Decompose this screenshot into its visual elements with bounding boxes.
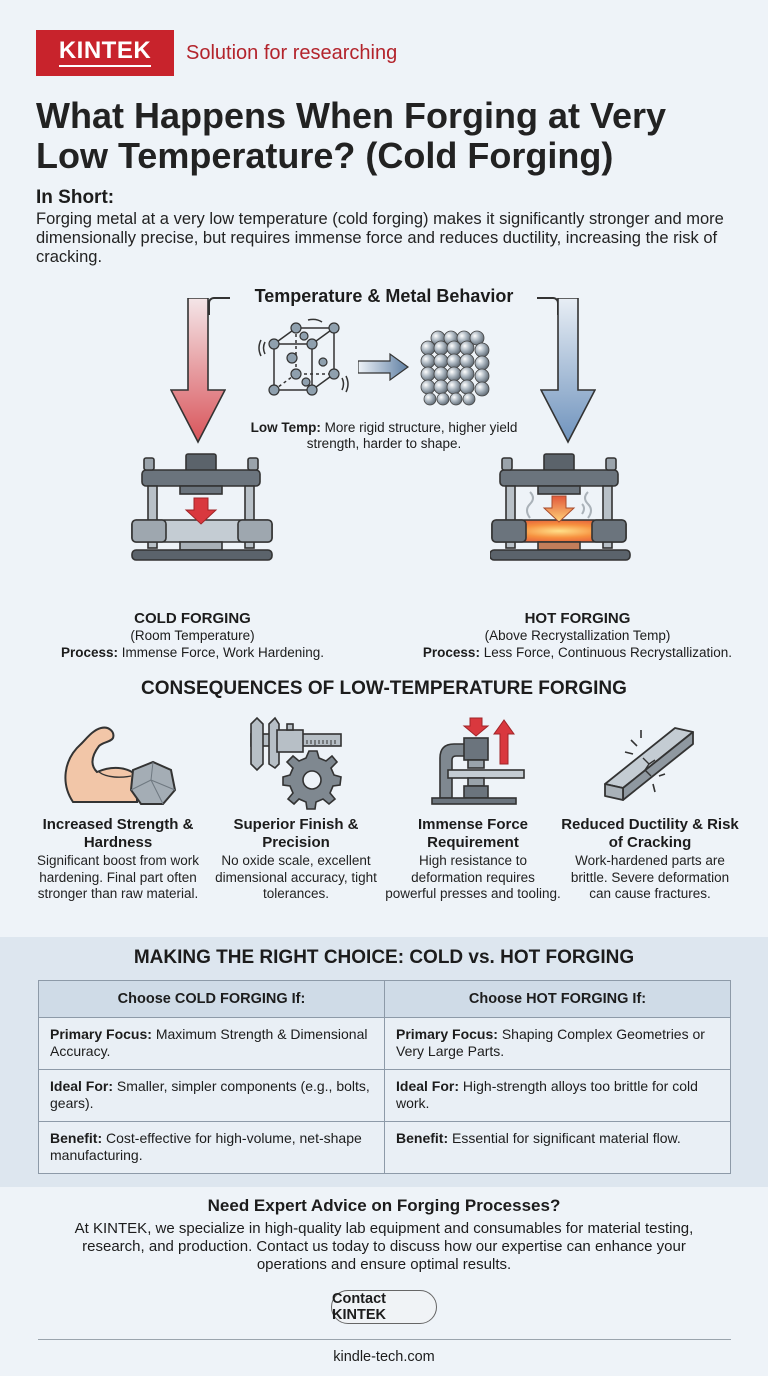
cell-label: Ideal For: [396,1078,460,1094]
cell-text: Smaller, simpler components (e.g., bolts… [50,1078,370,1111]
cracked-bar-icon [604,727,694,801]
consequence-text: Work-hardened parts are brittle. Severe … [570,853,730,901]
consequence-text: Significant boost from work hardening. F… [36,853,200,901]
footer-url-link[interactable]: kindle-tech.com [333,1349,435,1365]
comparison-table: Choose COLD FORGING If: Choose HOT FORGI… [38,980,731,1174]
low-temp-caption: Low Temp: More rigid structure, higher y… [230,420,538,452]
cold-forging-subtitle: (Room Temperature) [130,628,255,644]
consequence-title: Reduced Ductility & Risk of Cracking [561,816,739,851]
consequence-title: Increased Strength & Hardness [42,816,194,851]
table-cell: Primary Focus: Maximum Strength & Dimens… [38,1017,385,1070]
page-title: What Happens When Forging at Very Low Te… [36,95,667,177]
cold-forging-caption: COLD FORGING (Room Temperature) Process:… [20,610,365,661]
table-row: Ideal For: Smaller, simpler components (… [38,1069,731,1122]
crystal-lattice-icon [258,318,349,396]
cta-body: At KINTEK, we specialize in high-quality… [74,1220,694,1273]
in-short-label: In Short: [36,187,115,208]
table-cell: Benefit: Essential for significant mater… [384,1121,731,1174]
cold-forging-title: COLD FORGING [134,610,251,627]
consequence-text: High resistance to deformation requires … [385,853,561,901]
table-cell: Benefit: Cost-effective for high-volume,… [38,1121,385,1174]
cell-label: Ideal For: [50,1078,114,1094]
cell-label: Benefit: [50,1130,103,1146]
cold-process-label: Process: [60,644,118,660]
consequence-title: Superior Finish & Precision [233,816,359,851]
contact-kintek-button[interactable]: Contact KINTEK [331,1290,437,1324]
brand-tagline: Solution for researching [186,41,398,64]
press-force-icon [431,717,525,805]
low-temp-label: Low Temp: [250,420,321,435]
caliper-gear-icon [250,716,342,810]
consequence-item-strength: Increased Strength & Hardness Significan… [29,712,207,902]
table-row: Benefit: Cost-effective for high-volume,… [38,1121,731,1174]
cell-label: Benefit: [396,1130,449,1146]
consequences-title: CONSEQUENCES OF LOW-TEMPERATURE FORGING [141,678,627,699]
cold-down-arrow-icon [170,298,226,444]
consequence-item-precision: Superior Finish & Precision No oxide sca… [207,712,385,902]
table-row: Primary Focus: Maximum Strength & Dimens… [38,1017,731,1070]
consequence-item-force: Immense Force Requirement High resistanc… [384,712,562,902]
temperature-section-title: Temperature & Metal Behavior [254,286,514,306]
hot-down-arrow-icon [540,298,596,444]
flexed-arm-icon [64,726,177,805]
consequence-text: No oxide scale, excellent dimensional ac… [215,853,377,901]
cell-text: High-strength alloys too brittle for col… [396,1078,698,1111]
cell-text: Essential for significant material flow. [448,1130,681,1146]
choice-section-title: MAKING THE RIGHT CHOICE: COLD vs. HOT FO… [133,947,635,968]
hot-process-label: Process: [422,644,480,660]
hot-forging-title: HOT FORGING [524,610,631,627]
cta-title: Need Expert Advice on Forging Processes? [207,1196,561,1215]
transition-arrow-icon [358,352,410,382]
hot-process-text: Less Force, Continuous Recrystallization… [479,644,733,660]
logo-text: KINTEK [58,38,152,67]
header-cold-forging: Choose COLD FORGING If: [38,980,385,1018]
packed-atoms-icon [420,330,490,406]
cold-forging-press-icon [131,453,273,561]
cold-process-text: Immense Force, Work Hardening. [117,644,325,660]
cell-text: Shaping Complex Geometries or Very Large… [396,1026,705,1059]
consequence-title: Immense Force Requirement [417,816,529,851]
footer-divider [38,1339,731,1340]
consequence-item-cracking: Reduced Ductility & Risk of Cracking Wor… [561,712,739,902]
in-short-text: Forging metal at a very low temperature … [36,210,724,267]
low-temp-text: More rigid structure, higher yield stren… [306,420,518,452]
brand-header: KINTEK Solution for researching [36,30,397,76]
kintek-logo[interactable]: KINTEK [36,30,174,76]
header-hot-forging: Choose HOT FORGING If: [384,980,731,1018]
hot-forging-subtitle: (Above Recrystallization Temp) [484,628,671,644]
table-cell: Ideal For: Smaller, simpler components (… [38,1069,385,1122]
bracket-left [208,297,230,315]
table-header-row: Choose COLD FORGING If: Choose HOT FORGI… [38,980,731,1018]
hot-forging-press-icon [490,453,631,561]
table-cell: Primary Focus: Shaping Complex Geometrie… [384,1017,731,1070]
hot-forging-caption: HOT FORGING (Above Recrystallization Tem… [395,610,760,661]
cell-label: Primary Focus: [396,1026,498,1042]
cell-text: Maximum Strength & Dimensional Accuracy. [50,1026,368,1059]
cell-text: Cost-effective for high-volume, net-shap… [50,1130,362,1163]
table-cell: Ideal For: High-strength alloys too brit… [384,1069,731,1122]
cell-label: Primary Focus: [50,1026,152,1042]
